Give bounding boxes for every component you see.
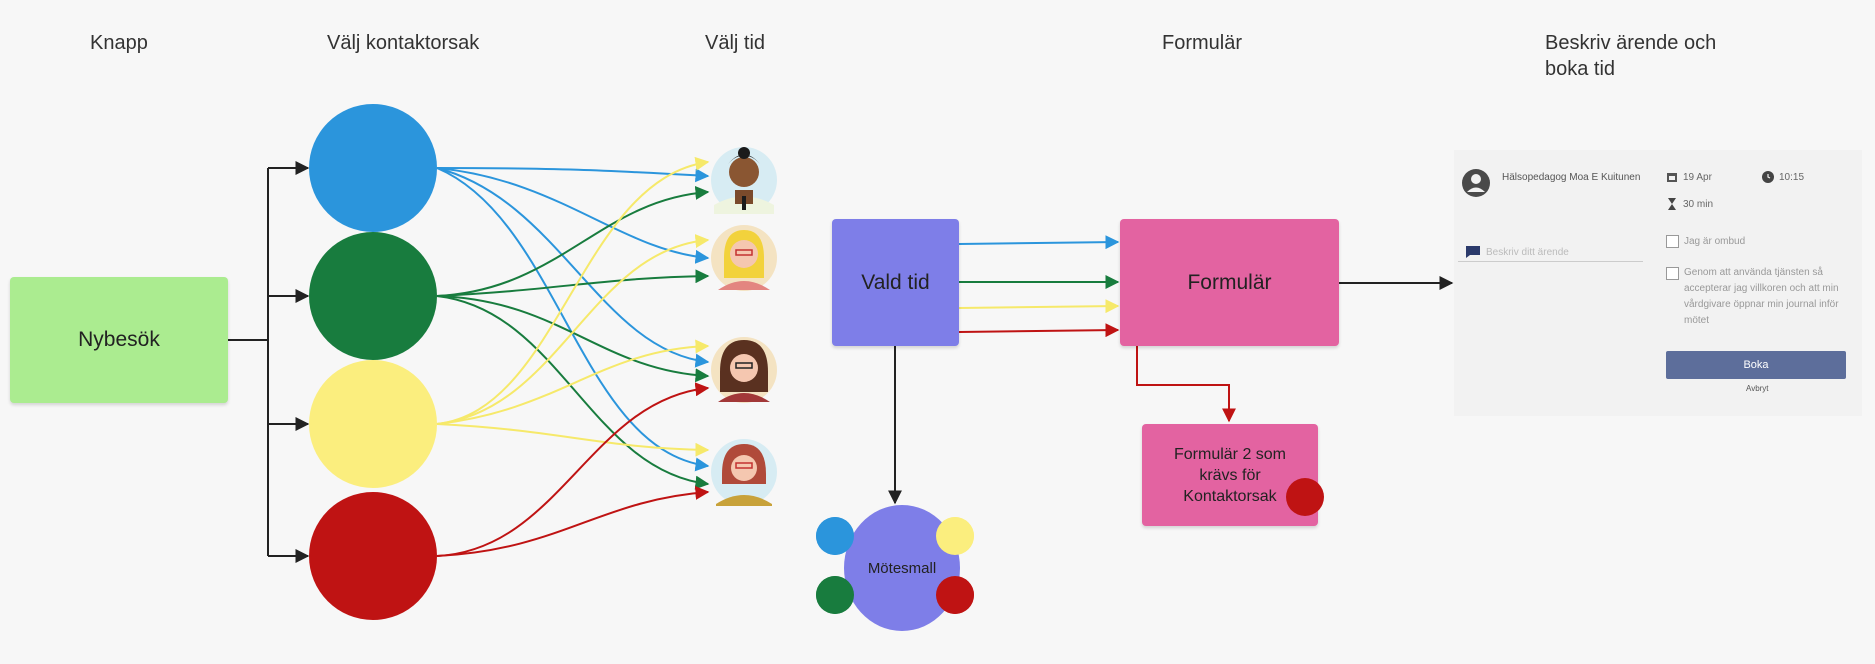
selected-time-node[interactable]: Vald tid (832, 219, 959, 346)
red-curves (436, 382, 710, 557)
cancel-link[interactable]: Avbryt (1746, 384, 1769, 393)
form-to-form2-arrow (1136, 346, 1236, 423)
form2-node[interactable]: Formulär 2 som krävs för Kontaktorsak (1142, 424, 1318, 526)
header-formular: Formulär (1162, 32, 1243, 54)
avatar-icon (1462, 169, 1490, 197)
checkbox-consent[interactable] (1666, 267, 1679, 280)
form-node[interactable]: Formulär (1120, 219, 1339, 346)
start-connectors (228, 161, 310, 563)
cause-circle-yellow[interactable] (309, 360, 437, 488)
header-knapp: Knapp (90, 32, 148, 54)
cause-circle-red[interactable] (309, 492, 437, 620)
message-underline (1458, 261, 1643, 262)
person-2-icon[interactable] (711, 225, 777, 291)
meeting-template-label: Mötesmall (867, 559, 937, 577)
header-kontaktorsak: Välj kontaktorsak (327, 32, 480, 54)
book-button[interactable]: Boka (1666, 351, 1846, 379)
template-dot-green-overlay (816, 576, 854, 614)
clock-icon (1762, 171, 1774, 183)
booking-time: 10:15 (1779, 172, 1805, 183)
yellow-curves (436, 156, 710, 457)
template-dot-blue-overlay (816, 517, 854, 555)
header-beskriv: Beskriv ärende och boka tid (1545, 30, 1716, 82)
booking-date: 19 Apr (1683, 172, 1712, 183)
template-dot-yellow-overlay (936, 517, 974, 555)
header-beskriv-line1: Beskriv ärende och (1545, 32, 1717, 54)
template-dot-red-overlay (936, 576, 974, 614)
booking-form: Hälsopedagog Moa E Kuitunen 19 Apr 10:15… (1454, 150, 1862, 416)
message-input[interactable]: Beskriv ditt ärende (1486, 247, 1569, 258)
green-curves (436, 185, 710, 490)
chat-icon (1466, 246, 1480, 258)
time-to-form-arrows (958, 235, 1120, 338)
blue-curves (436, 167, 710, 472)
person-1-icon[interactable] (711, 147, 777, 214)
header-tid: Välj tid (705, 32, 766, 54)
cause-circle-blue[interactable] (309, 104, 437, 232)
booking-duration: 30 min (1683, 199, 1714, 210)
form2-red-dot (1286, 478, 1324, 516)
checkbox-ombud[interactable] (1666, 235, 1679, 248)
header-beskriv-line2: boka tid (1545, 58, 1616, 80)
start-node[interactable]: Nybesök (10, 277, 228, 403)
provider-name: Hälsopedagog Moa E Kuitunen (1502, 172, 1641, 183)
checkbox-ombud-label: Jag är ombud (1684, 236, 1746, 247)
calendar-icon (1667, 173, 1677, 182)
meeting-template-node[interactable]: Mötesmall (844, 505, 960, 631)
person-3-icon[interactable] (711, 337, 777, 403)
hourglass-icon (1668, 198, 1676, 210)
cause-circle-green[interactable] (309, 232, 437, 360)
person-4-icon[interactable] (711, 439, 777, 506)
checkbox-consent-label: Genom att använda tjänsten så accepterar… (1684, 267, 1839, 326)
